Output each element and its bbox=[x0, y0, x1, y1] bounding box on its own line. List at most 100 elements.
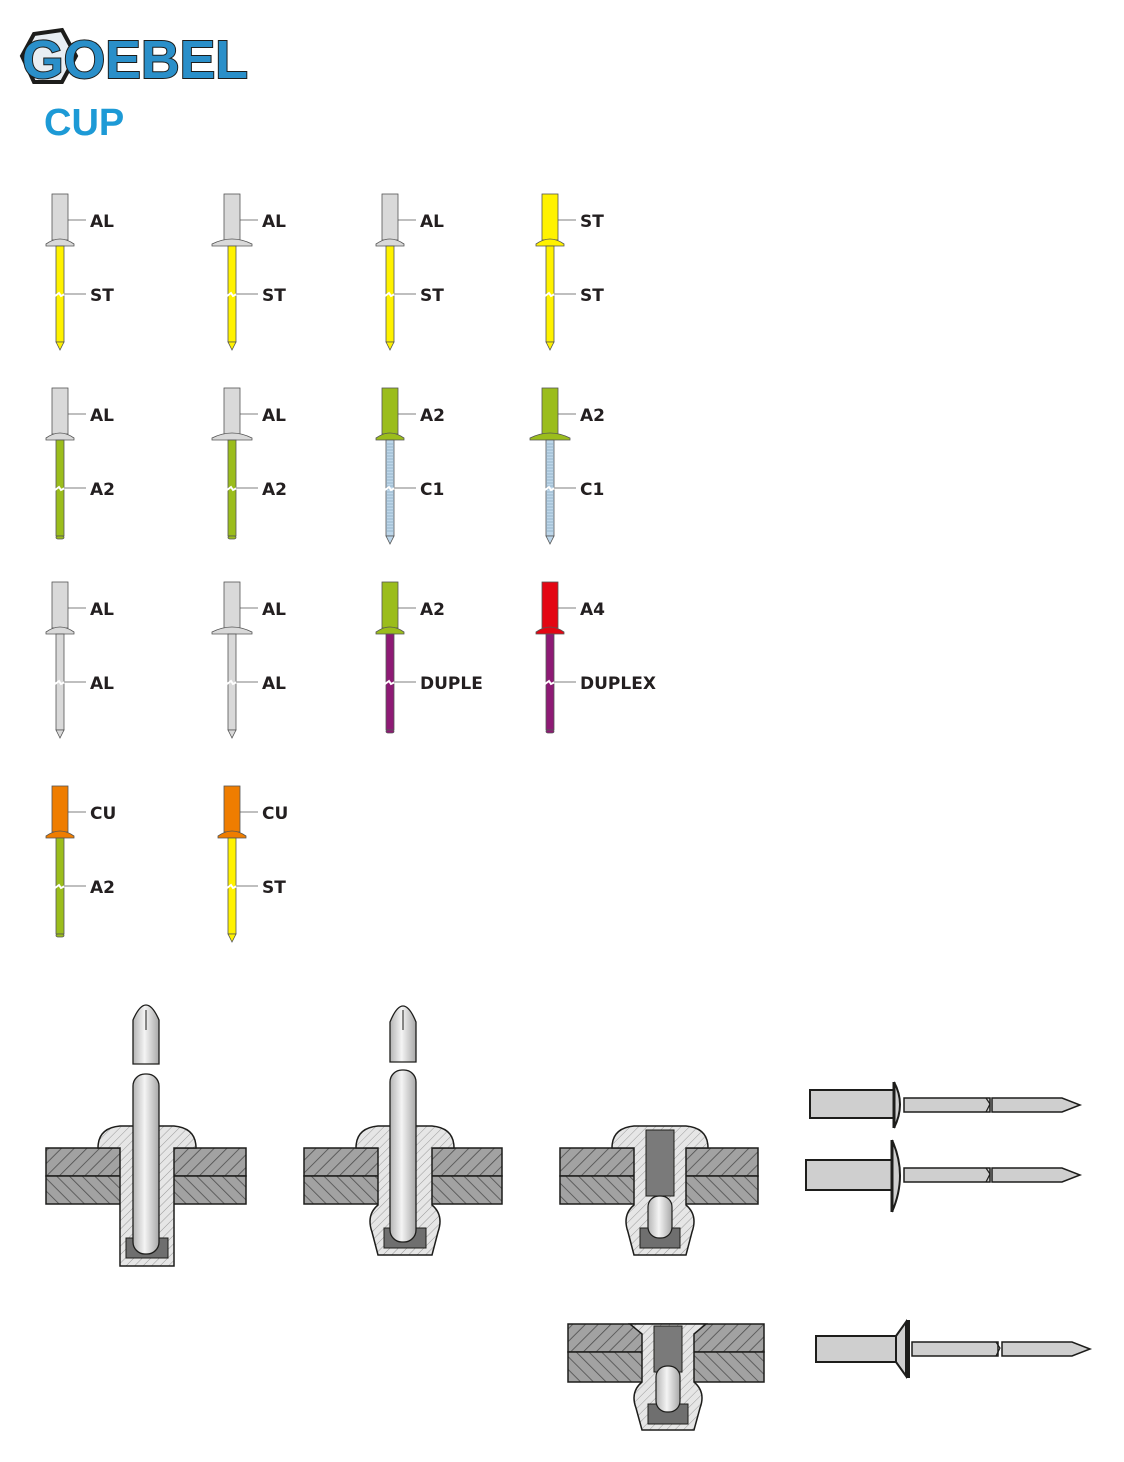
rivet-al-st: AL ST bbox=[45, 193, 114, 351]
body-material-label: A2 bbox=[420, 600, 445, 620]
mandrel-material-label: C1 bbox=[420, 480, 444, 500]
body-material-label: CU bbox=[90, 804, 116, 824]
rivet-body bbox=[51, 581, 69, 629]
cross-section-set-2 bbox=[303, 1005, 503, 1256]
body-material-label: A4 bbox=[580, 600, 605, 620]
mandrel-material-label: ST bbox=[90, 286, 114, 306]
rivet-al-al: AL AL bbox=[211, 581, 286, 739]
rivet-cu-st: CU ST bbox=[217, 785, 288, 943]
mandrel-tip bbox=[545, 341, 555, 351]
rivet-body bbox=[223, 387, 241, 435]
rivet-body bbox=[381, 387, 399, 435]
rivet-body bbox=[541, 387, 559, 435]
body-material-label: AL bbox=[262, 406, 286, 426]
rivet-head bbox=[211, 238, 253, 247]
rivet-head bbox=[535, 626, 565, 635]
mandrel-material-label: ST bbox=[262, 878, 286, 898]
mandrel-tip bbox=[385, 729, 395, 734]
rivet-head bbox=[45, 432, 75, 441]
mandrel-tip bbox=[545, 535, 555, 545]
rivet-material-grid: ALSTALSTALSTSTSTALA2ALA2A2C1A2C1ALALALAL… bbox=[45, 193, 656, 943]
mandrel-tip bbox=[227, 341, 237, 351]
mandrel-material-label: ST bbox=[262, 286, 286, 306]
break-notch bbox=[384, 485, 396, 492]
brand-wordmark: GOEBEL bbox=[22, 30, 248, 90]
break-notch bbox=[226, 679, 238, 686]
mandrel-material-label: AL bbox=[262, 674, 286, 694]
rivet-head bbox=[375, 432, 405, 441]
body-material-label: ST bbox=[580, 212, 604, 232]
rivet-head bbox=[375, 626, 405, 635]
rivet-head bbox=[45, 626, 75, 635]
rivet-body bbox=[223, 785, 241, 833]
body-material-label: A2 bbox=[420, 406, 445, 426]
goebel-logo: GOEBEL bbox=[19, 27, 249, 91]
page-title: CUP bbox=[44, 102, 124, 144]
break-notch bbox=[544, 291, 556, 298]
mandrel-material-label: DUPLE bbox=[420, 674, 483, 694]
break-notch bbox=[226, 291, 238, 298]
rivet-head bbox=[211, 432, 253, 441]
mandrel-material-label: ST bbox=[580, 286, 604, 306]
mandrel-tip bbox=[227, 535, 237, 540]
rivet-body bbox=[381, 193, 399, 241]
break-notch bbox=[544, 679, 556, 686]
mandrel-tip bbox=[545, 729, 555, 734]
cross-section-set-3 bbox=[559, 1125, 759, 1256]
mandrel-material-label: DUPLEX bbox=[580, 674, 656, 694]
rivet-body bbox=[381, 581, 399, 629]
rivet-body bbox=[541, 581, 559, 629]
break-notch bbox=[384, 291, 396, 298]
mandrel-material-label: A2 bbox=[90, 480, 115, 500]
rivet-body bbox=[223, 193, 241, 241]
body-material-label: AL bbox=[262, 600, 286, 620]
rivet-head bbox=[45, 238, 75, 247]
logo-hexagon bbox=[19, 27, 79, 84]
rivet-body bbox=[51, 387, 69, 435]
mandrel-material-label: A2 bbox=[90, 878, 115, 898]
rivet-st-st: ST ST bbox=[535, 193, 604, 351]
body-material-label: A2 bbox=[580, 406, 605, 426]
body-material-label: CU bbox=[262, 804, 288, 824]
body-material-label: AL bbox=[90, 212, 114, 232]
mandrel-tip bbox=[227, 933, 237, 943]
rivet-head bbox=[375, 238, 405, 247]
rivet-body bbox=[51, 193, 69, 241]
mandrel-tip bbox=[385, 535, 395, 545]
side-view-large-flange-rivet bbox=[805, 1139, 1083, 1213]
mandrel-tip bbox=[385, 341, 395, 351]
rivet-body bbox=[541, 193, 559, 241]
break-notch bbox=[544, 485, 556, 492]
mandrel-material-label: A2 bbox=[262, 480, 287, 500]
mandrel-material-label: AL bbox=[90, 674, 114, 694]
break-notch bbox=[226, 883, 238, 890]
cross-section-countersunk bbox=[567, 1323, 765, 1431]
mandrel-tip bbox=[55, 341, 65, 351]
break-notch bbox=[54, 679, 66, 686]
rivet-head bbox=[217, 830, 247, 839]
mandrel-tip bbox=[55, 535, 65, 540]
side-view-countersunk-rivet bbox=[815, 1318, 1093, 1380]
side-view-dome-rivet bbox=[809, 1081, 1083, 1129]
rivet-head bbox=[535, 238, 565, 247]
break-notch bbox=[54, 883, 66, 890]
rivet-al-st: AL ST bbox=[375, 193, 444, 351]
mandrel-tip bbox=[55, 729, 65, 739]
body-material-label: AL bbox=[90, 406, 114, 426]
cross-section-unset-1 bbox=[45, 1004, 247, 1267]
body-material-label: AL bbox=[90, 600, 114, 620]
break-notch bbox=[54, 291, 66, 298]
rivet-head bbox=[211, 626, 253, 635]
technical-drawings bbox=[45, 1004, 1093, 1431]
mandrel-material-label: C1 bbox=[580, 480, 604, 500]
rivet-al-a2: AL A2 bbox=[211, 387, 287, 540]
body-material-label: AL bbox=[262, 212, 286, 232]
body-material-label: AL bbox=[420, 212, 444, 232]
rivet-al-st: AL ST bbox=[211, 193, 286, 351]
break-notch bbox=[384, 679, 396, 686]
mandrel-material-label: ST bbox=[420, 286, 444, 306]
